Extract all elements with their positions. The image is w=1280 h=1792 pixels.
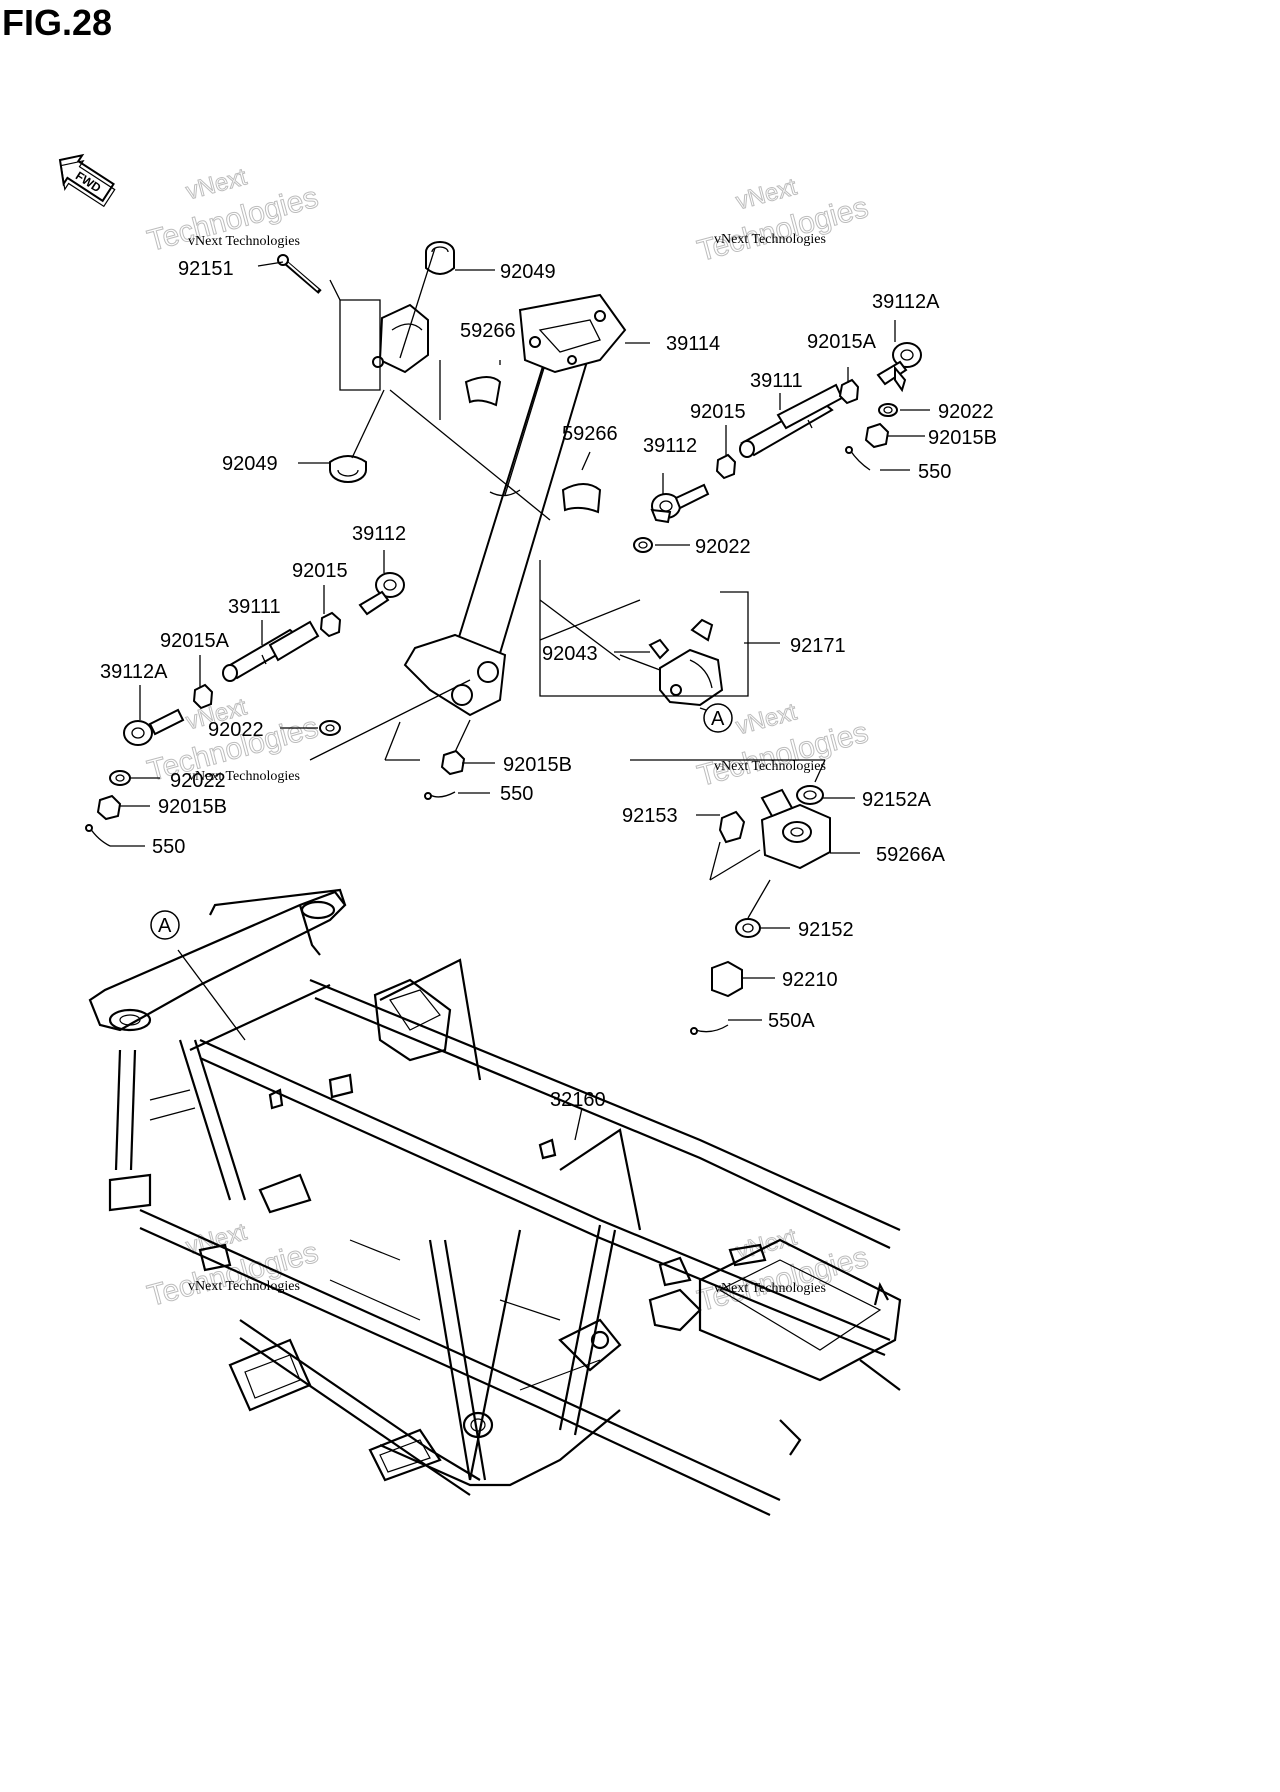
watermark-small-text: vNext Technologies (714, 232, 826, 247)
callout-550-right: 550 (918, 461, 951, 483)
tie-rod-right (633, 342, 922, 553)
ref-label: A (711, 708, 725, 730)
callout-92015a-right: 92015A (807, 331, 877, 353)
stem-nut (424, 749, 466, 800)
callout-550-left: 550 (152, 836, 185, 858)
lower-bracket (690, 785, 831, 1035)
watermark-4: vNext Technologies (693, 698, 872, 794)
callout-92015b-far-left: 92015B (158, 796, 227, 818)
callout-92015b-center: 92015B (503, 754, 572, 776)
main-frame (88, 888, 902, 1516)
callout-39112a-right: 39112A (872, 291, 940, 313)
callout-92171: 92171 (790, 635, 846, 657)
bushing-half-2 (561, 483, 602, 514)
reference-mark-a-lower: A (150, 910, 180, 940)
leader-lines (110, 247, 930, 1141)
callout-92015a-left: 92015A (160, 630, 230, 652)
lower-clamp (648, 618, 724, 707)
watermark-small-text: vNext Technologies (714, 1281, 826, 1296)
ref-label: A (158, 915, 172, 937)
callout-92015-right: 92015 (690, 401, 746, 423)
upper-holder (372, 303, 429, 374)
callout-92022-far-left: 92022 (170, 770, 226, 792)
fwd-arrow-icon: FWD (58, 153, 116, 208)
callout-59266-upper: 59266 (460, 320, 516, 342)
callout-39111-right: 39111 (750, 370, 803, 392)
watermark-small-text: vNext Technologies (188, 769, 300, 784)
bolt-92151 (277, 254, 322, 294)
callout-92022-center: 92022 (695, 536, 751, 558)
bushing-top (425, 241, 455, 275)
callout-92210: 92210 (782, 969, 838, 991)
callout-550-center: 550 (500, 783, 533, 805)
callout-92153: 92153 (622, 805, 678, 827)
watermark-small-text: vNext Technologies (188, 1279, 300, 1294)
watermark-top-text: vNext (733, 698, 800, 740)
callout-92022-right: 92022 (938, 401, 994, 423)
callout-labels: 92151 92049 59266 39114 92049 59266 3911… (100, 258, 997, 1111)
callout-92152a: 92152A (862, 789, 932, 811)
watermark-top-text: vNext (183, 163, 250, 205)
callout-39112-right: 39112 (643, 435, 697, 457)
callout-39111-left: 39111 (228, 596, 281, 618)
steering-stem (403, 293, 627, 717)
watermark-2: vNext Technologies (693, 173, 872, 269)
callout-92152: 92152 (798, 919, 854, 941)
callout-92015b-right: 92015B (928, 427, 997, 449)
callout-39114: 39114 (666, 333, 720, 355)
callout-92043: 92043 (542, 643, 598, 665)
callout-32160: 32160 (550, 1089, 606, 1111)
reference-mark-a-upper: A (703, 703, 733, 733)
watermark-small-text: vNext Technologies (714, 759, 826, 774)
watermark-6: vNext Technologies (693, 1223, 872, 1319)
bushing-lower (329, 455, 367, 483)
figure-title: FIG.28 (2, 2, 113, 43)
callout-92049-lower: 92049 (222, 453, 278, 475)
callout-59266a: 59266A (876, 844, 946, 866)
callout-92151: 92151 (178, 258, 234, 280)
watermark-top-text: vNext (733, 173, 800, 215)
callout-92015-left: 92015 (292, 560, 348, 582)
callout-92049-upper: 92049 (500, 261, 556, 283)
bushing-half-1 (464, 376, 502, 407)
callout-92022-left: 92022 (208, 719, 264, 741)
tie-rod-left (85, 572, 405, 847)
watermark-small-text: vNext Technologies (188, 234, 300, 249)
callout-59266-lower: 59266 (562, 423, 618, 445)
callout-39112-left: 39112 (352, 523, 406, 545)
callout-39112a-left: 39112A (100, 661, 168, 683)
callout-550a: 550A (768, 1010, 815, 1032)
